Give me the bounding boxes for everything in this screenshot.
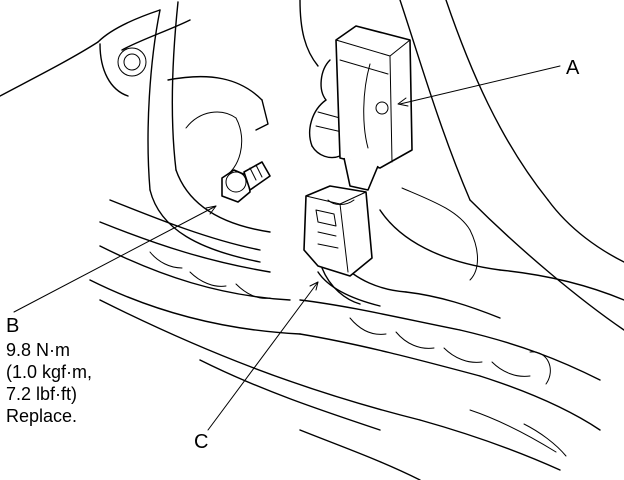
label-c: C <box>194 431 208 453</box>
label-a: A <box>566 57 580 79</box>
body-panel <box>0 0 624 331</box>
leader-a <box>399 65 561 105</box>
torque-kgf: (1.0 kgf·m, <box>6 362 92 382</box>
torque-lbf: 7.2 lbf·ft) <box>6 384 77 404</box>
sensor-a <box>335 25 413 191</box>
leader-c <box>207 281 319 431</box>
leader-lines <box>13 65 561 431</box>
connector-c <box>303 185 373 305</box>
leader-b <box>13 205 217 313</box>
replace-note: Replace. <box>6 406 77 426</box>
wire-harness <box>89 199 601 480</box>
torque-nm: 9.8 N·m <box>6 340 70 360</box>
label-b: B <box>6 315 19 337</box>
torque-note: 9.8 N·m (1.0 kgf·m, 7.2 lbf·ft) Replace. <box>6 340 92 426</box>
bracket <box>308 59 343 159</box>
bolt-b <box>221 161 271 203</box>
